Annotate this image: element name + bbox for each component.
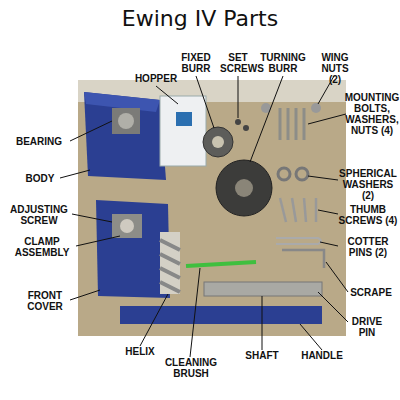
part-label: THUMB SCREWS (4) <box>336 204 400 226</box>
shaft-part <box>204 282 322 296</box>
part-label: SET SCREWS <box>220 52 256 74</box>
part-label: TURNING BURR <box>256 52 310 74</box>
table-surface <box>78 80 346 336</box>
part-label: SPHERICAL WASHERS (2) <box>336 168 400 201</box>
part-label: HANDLE <box>297 350 347 361</box>
brush-part <box>186 262 256 266</box>
title: Ewing IV Parts <box>0 6 400 31</box>
part-label: DRIVE PIN <box>346 316 388 338</box>
part-label: HOPPER <box>128 73 184 84</box>
part-label: FRONT COVER <box>20 290 70 312</box>
part-label: WING NUTS (2) <box>314 52 356 85</box>
cotter-pins <box>276 238 321 244</box>
part-label: BODY <box>20 173 60 184</box>
handle-part <box>120 306 322 324</box>
part-label: SHAFT <box>240 350 284 361</box>
hopper-logo <box>176 112 192 126</box>
bearing-hole <box>118 113 134 129</box>
helix-bg <box>160 232 180 294</box>
part-label: ADJUSTING SCREW <box>6 204 72 226</box>
wing-nut-part <box>311 103 321 113</box>
part-label: HELIX <box>115 346 165 357</box>
burr-hole <box>212 136 224 148</box>
helix-part <box>160 240 180 292</box>
spherical-washer-part <box>278 168 290 180</box>
part-label: BEARING <box>8 136 70 147</box>
part-label: CLAMP ASSEMBLY <box>8 236 76 258</box>
part-label: COTTER PINS (2) <box>336 236 400 258</box>
set-screw-part <box>243 125 249 131</box>
front-cover-part <box>96 200 170 298</box>
clamp-hole <box>120 219 134 233</box>
bolts <box>280 108 304 140</box>
part-label: MOUNTING BOLTS, WASHERS, NUTS (4) <box>344 92 400 136</box>
bearing-part <box>112 108 140 134</box>
turning-burr-part <box>216 160 272 216</box>
part-label: FIXED BURR <box>176 52 216 74</box>
part-label: CLEANING BRUSH <box>160 357 222 379</box>
clamp-part <box>112 214 142 238</box>
part-label: SCRAPE <box>346 287 396 298</box>
thumb-screws <box>280 198 316 222</box>
burr-hole <box>235 179 253 197</box>
spherical-washer-part <box>296 168 308 180</box>
body-part <box>84 92 166 180</box>
set-screw-part <box>235 119 241 125</box>
hopper-part <box>160 96 206 166</box>
leader-lines <box>60 76 348 357</box>
fixed-burr-part <box>203 127 233 157</box>
scrape-part <box>282 250 324 268</box>
